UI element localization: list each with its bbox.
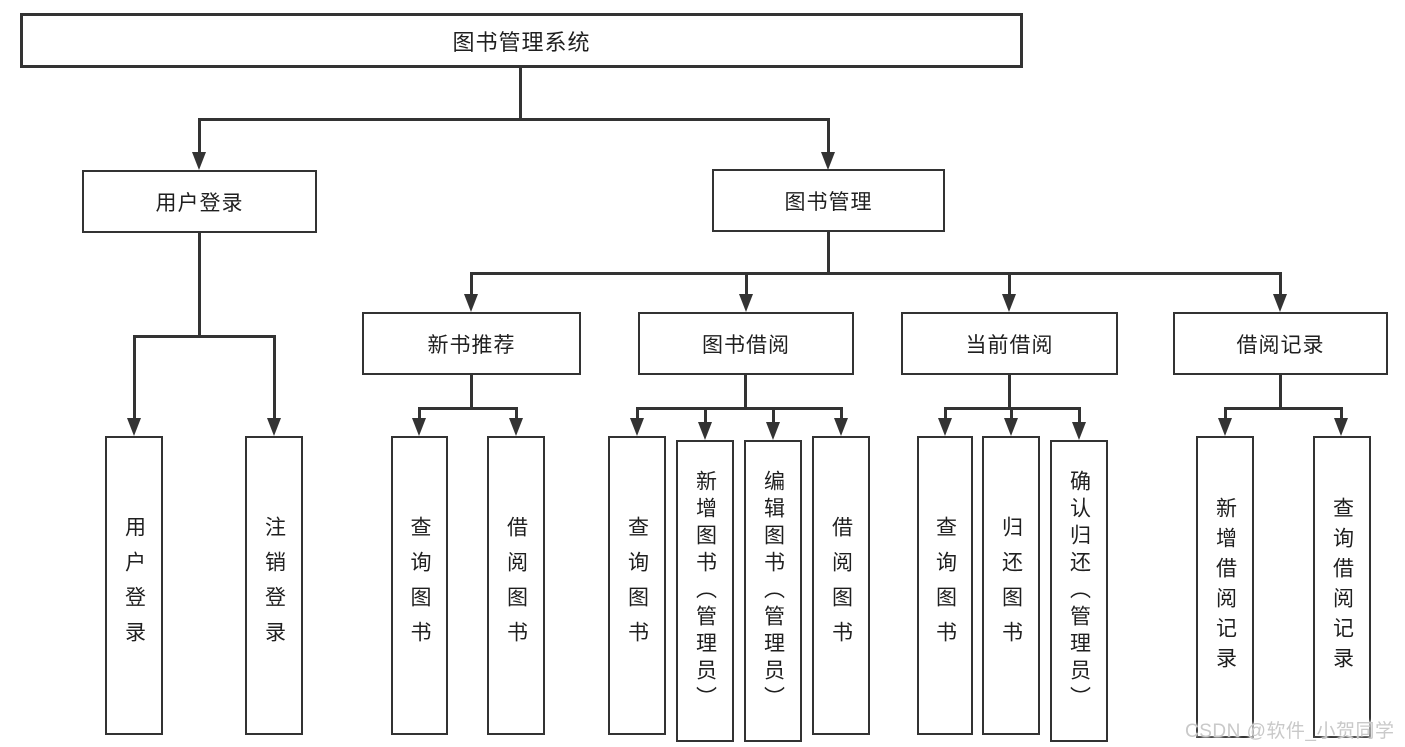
node-current-borrowing: 当前借阅 [901,312,1118,375]
connector-line [744,375,747,407]
node-label: 图书借阅 [702,333,790,357]
leaf-return-books: 归还图书 [982,436,1040,735]
connector-line [827,118,830,152]
connector-line [198,118,830,121]
connector-line [470,272,473,294]
connector-line [636,407,841,410]
arrow-down-icon [1273,294,1287,312]
leaf-label: 用户登录 [122,515,146,656]
arrow-down-icon [630,418,644,436]
node-book-borrowing: 图书借阅 [638,312,854,375]
node-label: 图书管理 [784,190,873,214]
leaf-edit-books-admin: 编辑图书（管理员） [744,440,802,742]
node-book-management: 图书管理 [712,169,945,232]
connector-line [133,335,136,418]
leaf-add-books-admin: 新增图书（管理员） [676,440,734,742]
connector-line [827,232,830,272]
connector-line [745,272,748,294]
connector-line [1008,272,1011,294]
leaf-label: 确认归还（管理员） [1067,469,1091,713]
arrow-down-icon [698,422,712,440]
connector-line [418,407,421,418]
node-label: 借阅记录 [1236,333,1325,357]
node-label: 新书推荐 [427,333,516,357]
connector-line [636,407,639,418]
connector-line [1078,407,1081,422]
leaf-label: 注销登录 [262,515,286,656]
connector-line [944,407,947,418]
arrow-down-icon [127,418,141,436]
connector-line [1279,272,1282,294]
connector-line [704,407,707,422]
connector-line [519,68,522,118]
arrow-down-icon [509,418,523,436]
connector-line [1279,375,1282,407]
arrow-down-icon [1002,294,1016,312]
connector-line [198,233,201,335]
leaf-query-books-borrowing: 查询图书 [608,436,666,735]
arrow-down-icon [821,152,835,170]
leaf-borrow-books-recommend: 借阅图书 [487,436,545,735]
arrow-down-icon [766,422,780,440]
leaf-label: 借阅图书 [504,515,528,656]
leaf-query-borrow-record: 查询借阅记录 [1313,436,1371,738]
node-borrowing-records: 借阅记录 [1173,312,1388,375]
leaf-user-login: 用户登录 [105,436,163,735]
arrow-down-icon [1218,418,1232,436]
node-label: 图书管理系统 [452,29,591,55]
arrow-down-icon [412,418,426,436]
connector-line [133,335,275,338]
arrow-down-icon [192,152,206,170]
connector-line [470,375,473,407]
leaf-query-books-current: 查询图书 [917,436,973,735]
leaf-label: 新增借阅记录 [1213,497,1237,677]
csdn-watermark: CSDN @软件_小贺同学 [1185,721,1395,742]
leaf-label: 编辑图书（管理员） [761,469,785,713]
arrow-down-icon [1334,418,1348,436]
leaf-add-borrow-record: 新增借阅记录 [1196,436,1254,738]
connector-line [1224,407,1343,410]
connector-line [470,272,1281,275]
leaf-borrow-books: 借阅图书 [812,436,870,735]
leaf-label: 归还图书 [999,515,1023,656]
node-label: 用户登录 [155,191,244,215]
node-library-management-system: 图书管理系统 [20,13,1023,68]
connector-line [840,407,843,418]
connector-line [772,407,775,422]
arrow-down-icon [1072,422,1086,440]
leaf-logout: 注销登录 [245,436,303,735]
connector-line [198,118,201,152]
leaf-confirm-return-admin: 确认归还（管理员） [1050,440,1108,742]
arrow-down-icon [739,294,753,312]
connector-line [1224,407,1227,418]
leaf-label: 借阅图书 [829,515,853,656]
arrow-down-icon [938,418,952,436]
leaf-label: 新增图书（管理员） [693,469,717,713]
node-user-login: 用户登录 [82,170,317,233]
arrow-down-icon [834,418,848,436]
connector-line [1340,407,1343,418]
node-label: 当前借阅 [965,333,1054,357]
connector-line [515,407,518,418]
connector-line [418,407,517,410]
leaf-query-books-recommend: 查询图书 [391,436,448,735]
leaf-label: 查询图书 [933,515,957,656]
connector-line [1008,375,1011,407]
arrow-down-icon [267,418,281,436]
arrow-down-icon [464,294,478,312]
connector-line [1010,407,1013,418]
leaf-label: 查询图书 [408,515,431,656]
arrow-down-icon [1004,418,1018,436]
leaf-label: 查询图书 [625,515,649,656]
leaf-label: 查询借阅记录 [1330,497,1354,677]
connector-line [273,335,276,418]
node-new-book-recommend: 新书推荐 [362,312,581,375]
